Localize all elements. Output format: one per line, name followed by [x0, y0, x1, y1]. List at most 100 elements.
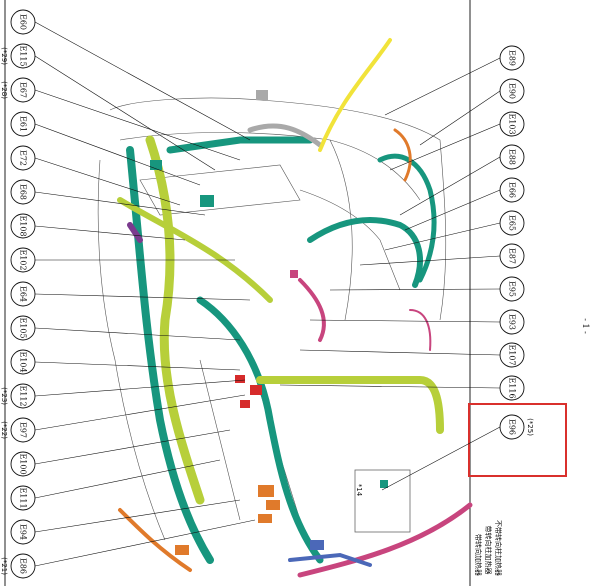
callout-circle: [10, 315, 36, 341]
connector-code: E88: [508, 149, 517, 165]
connector-callout-e103: E103: [499, 111, 525, 137]
callout-circle: [499, 111, 525, 137]
leader-line: [34, 519, 256, 567]
leader-line: [384, 222, 501, 251]
highlight-leader-line: [381, 426, 501, 491]
connector-code: E102: [19, 249, 28, 270]
connector-code: E64: [19, 286, 28, 302]
connector-callout-e87: E87: [499, 243, 525, 269]
leader-line: [34, 123, 201, 186]
leader-line: [389, 123, 501, 171]
connector-code: E72: [19, 150, 28, 166]
connector-callout-e86: E86 (*21): [0, 553, 36, 579]
callout-circle: [10, 111, 36, 137]
callout-circle: [499, 144, 525, 170]
leader-line: [34, 55, 216, 171]
leader-line: [34, 361, 241, 371]
callout-circle: [499, 276, 525, 302]
leader-line: [329, 288, 501, 291]
callout-circle: [10, 519, 36, 545]
callout-circle: [10, 43, 36, 69]
leader-line: [34, 191, 206, 216]
connector-callout-e90: E90: [499, 78, 525, 104]
legend-note: 带转向加热器: [474, 534, 483, 576]
leader-line: [419, 90, 501, 146]
page-number: - 1 -: [581, 318, 590, 334]
callout-circle: [499, 45, 525, 71]
connector-code: E61: [19, 116, 28, 132]
left-callout-column: E60E115(*29)E67(*28)E61E72E68E108E102E64…: [0, 9, 36, 579]
leader-line: [404, 189, 501, 231]
connector-code: E95: [508, 281, 517, 297]
connector-callout-e116: E116: [499, 375, 525, 401]
connector-code: E86: [19, 558, 28, 574]
connector-code: E60: [19, 14, 28, 30]
callout-circle: [10, 9, 36, 35]
callout-circle: [10, 247, 36, 273]
callout-circle: [10, 349, 36, 375]
connector-code: E105: [19, 317, 28, 338]
highlight-callout: E96 (*25): [381, 403, 567, 491]
callout-circle: [499, 78, 525, 104]
highlight-code: E96: [508, 419, 517, 435]
connector-code: E112: [19, 385, 28, 406]
callout-circle: [499, 342, 525, 368]
leader-line: [34, 225, 186, 241]
connector-code: E97: [19, 422, 28, 438]
connector-code: E103: [508, 113, 517, 134]
connector-note: (*21): [0, 557, 8, 575]
connector-callout-e108: E108: [10, 213, 36, 239]
callout-circle: [499, 210, 525, 236]
callout-circle: [10, 77, 36, 103]
connector-code: E68: [19, 184, 28, 200]
leader-line: [299, 349, 501, 356]
connector-note: (*22): [0, 421, 8, 439]
connector-note: (*23): [0, 387, 8, 405]
connector-callout-e66: E66: [499, 177, 525, 203]
connector-code: E65: [508, 215, 517, 231]
leader-line: [384, 57, 501, 116]
callout-circle: [10, 179, 36, 205]
connector-code: E90: [508, 83, 517, 99]
highlight-note: (*25): [526, 418, 534, 436]
leader-line: [34, 293, 251, 301]
connector-code: E100: [19, 453, 28, 474]
leader-line: [34, 499, 241, 533]
leader-line: [34, 89, 241, 161]
leader-line: [34, 379, 246, 397]
leader-line: [309, 319, 501, 323]
vehicle-outline: [97, 97, 447, 541]
callout-circle: [499, 177, 525, 203]
connector-code: E115: [19, 45, 28, 66]
leader-line: [34, 157, 181, 206]
inset-label: *14: [355, 484, 363, 497]
connector-callout-e104: E104: [10, 349, 36, 375]
leader-line: [279, 384, 501, 389]
connector-code: E93: [508, 314, 517, 330]
connector-callout-e105: E105: [10, 315, 36, 341]
connector-callout-e97: E97 (*22): [0, 417, 36, 443]
connector-callout-e111: E111: [10, 485, 36, 511]
connector-code: E116: [508, 377, 517, 398]
connector-note: (*28): [0, 81, 8, 99]
leader-line: [34, 21, 251, 141]
callout-circle: [10, 145, 36, 171]
connector-callout-e60: E60: [10, 9, 36, 35]
connector-callout-e89: E89: [499, 45, 525, 71]
connector-code: E89: [508, 50, 517, 66]
leader-line: [399, 156, 501, 216]
connector-callout-e93: E93: [499, 309, 525, 335]
legend-note: 不带转向柱加热器: [494, 520, 503, 576]
leader-lines: [34, 21, 501, 567]
callout-circle: [499, 309, 525, 335]
callout-circle: [10, 281, 36, 307]
callout-circle: [10, 383, 36, 409]
callout-circle: [10, 213, 36, 239]
callout-circle: [10, 485, 36, 511]
connector-callout-e65: E65: [499, 210, 525, 236]
callout-circle: [499, 243, 525, 269]
callout-circle: [499, 375, 525, 401]
